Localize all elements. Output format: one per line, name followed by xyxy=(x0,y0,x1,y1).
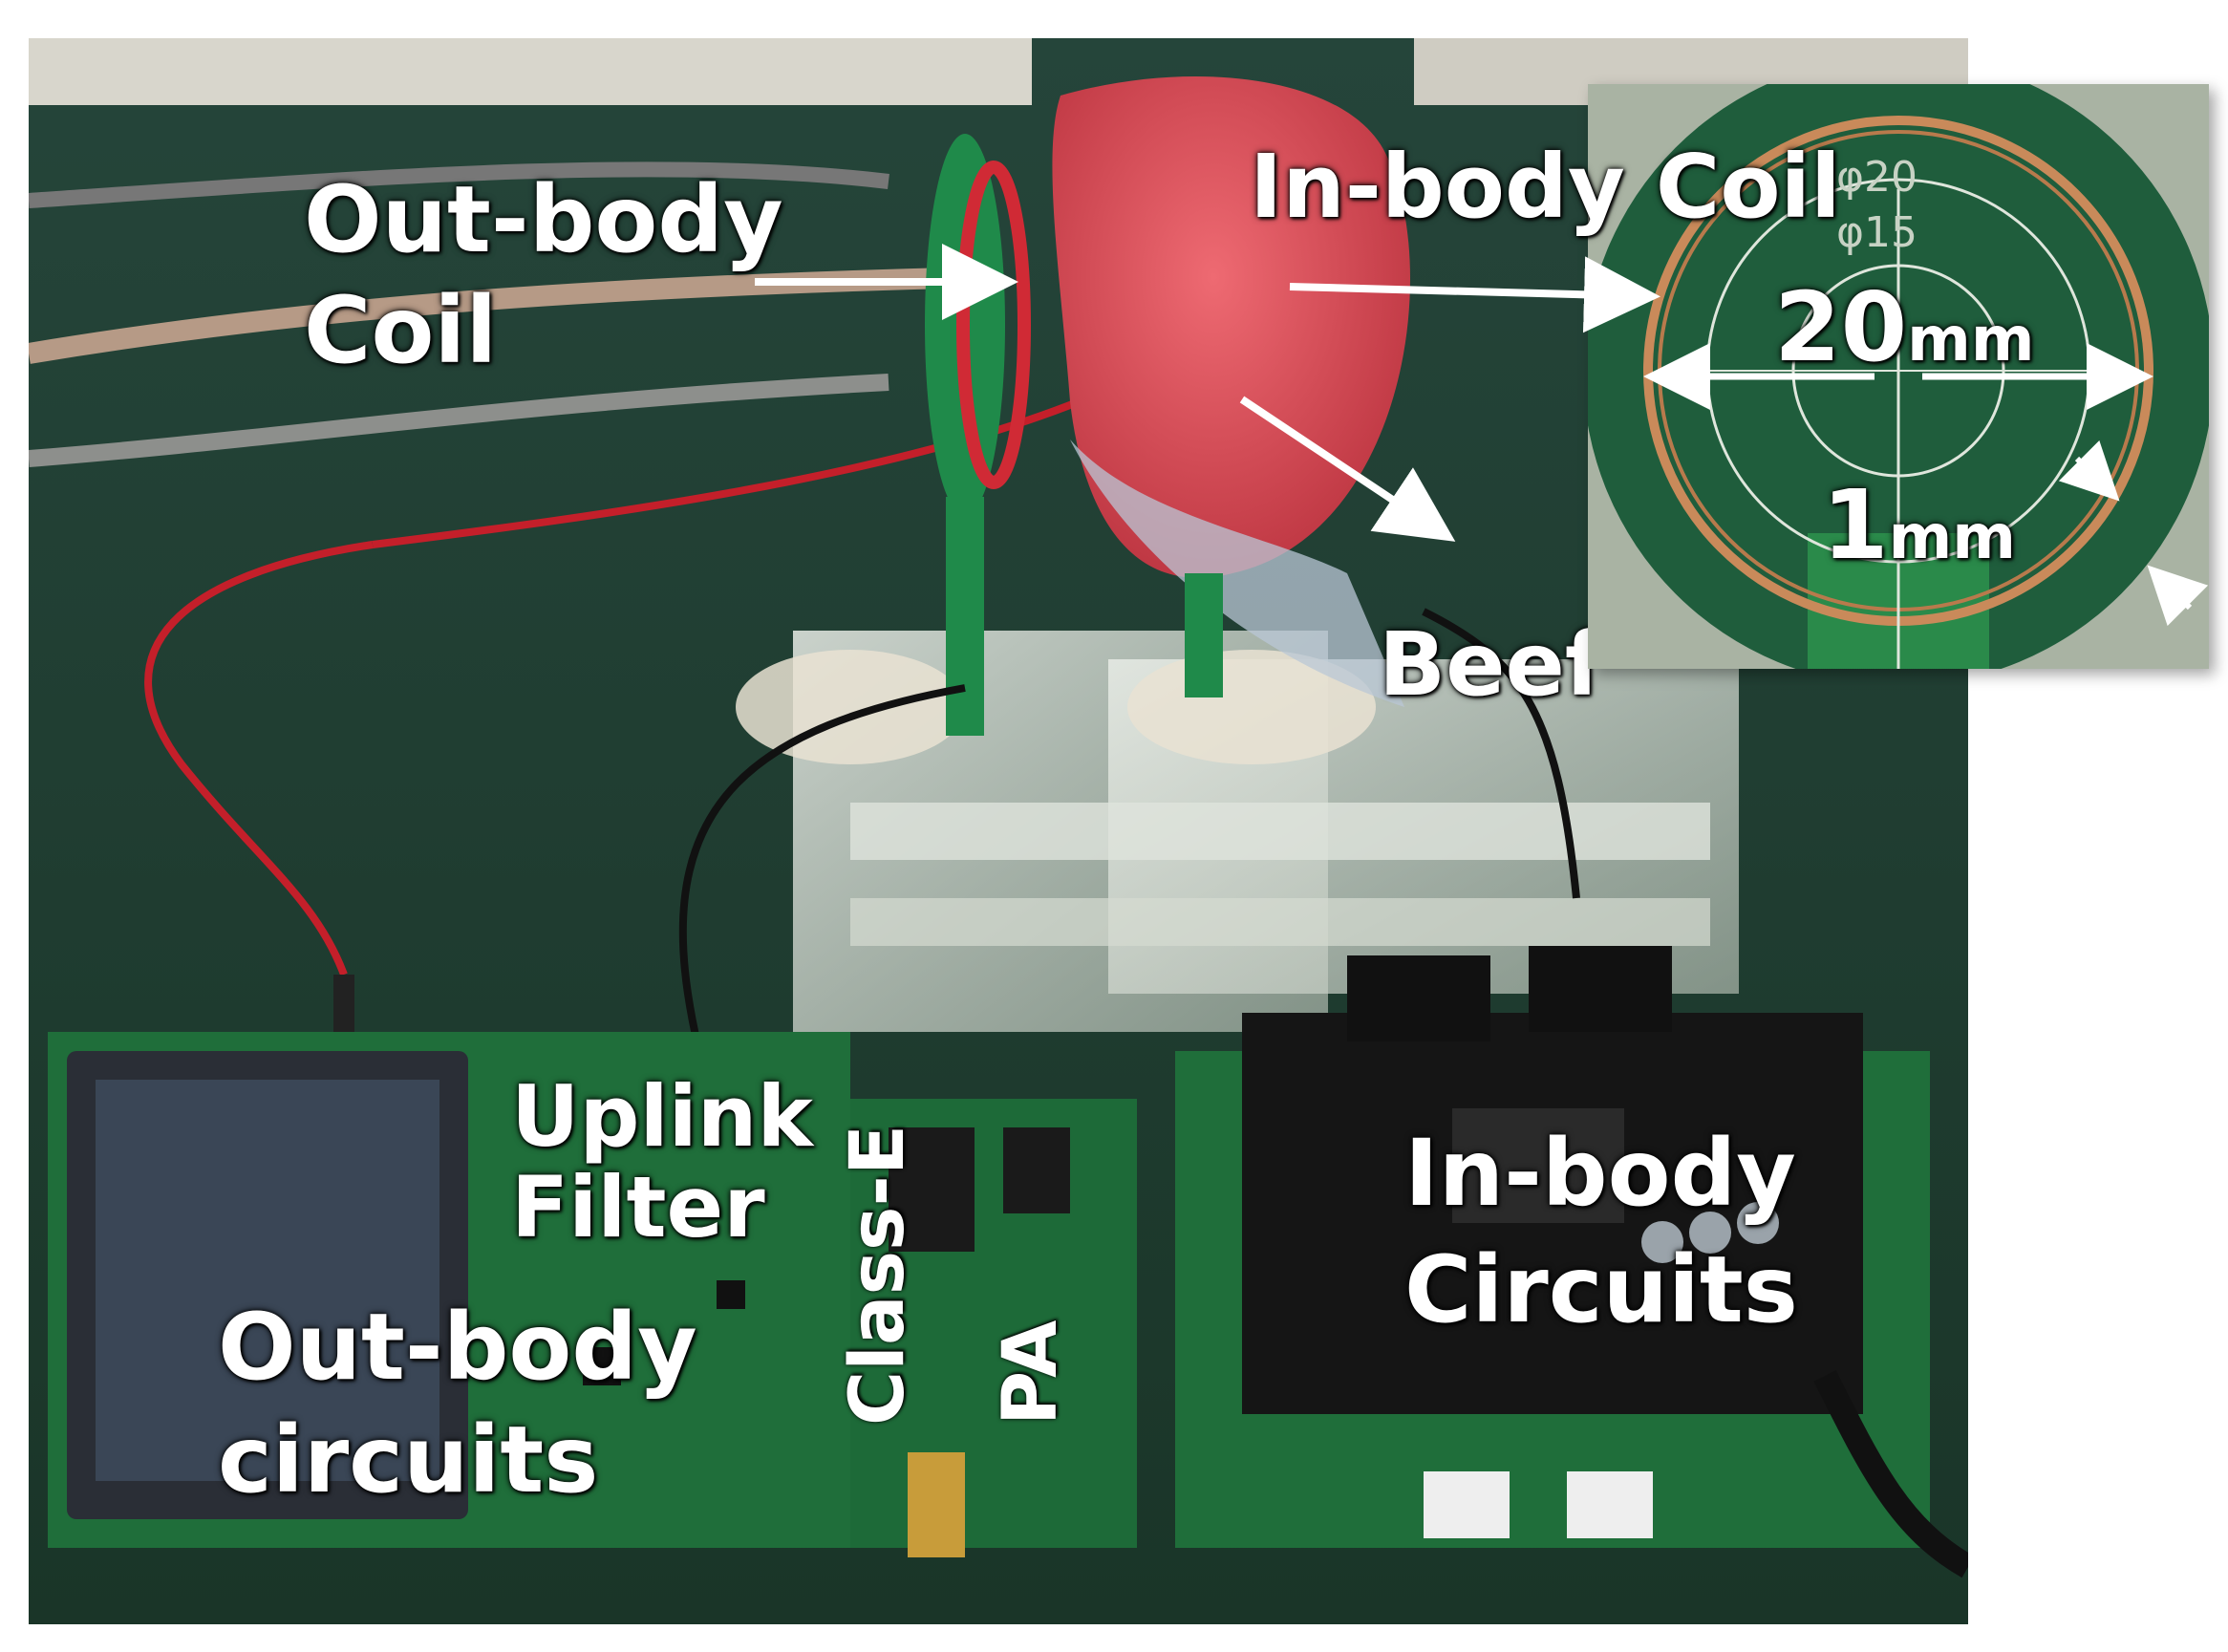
label-in-body-circuits-line1: In-body xyxy=(1404,1120,1796,1227)
inset-diameter-value: 20 xyxy=(1774,271,1908,383)
label-class-e: Class-E xyxy=(835,1124,921,1426)
cable-red xyxy=(144,541,374,976)
label-uplink-filter-line1: Uplink xyxy=(511,1067,813,1166)
instrument-panel xyxy=(29,38,1032,105)
inset-arrow-width-in xyxy=(2058,440,2120,502)
inset-diameter-unit: mm xyxy=(1907,305,2035,375)
inset-arrows xyxy=(1643,343,2209,627)
label-out-body-circuits-line1: Out-body xyxy=(218,1294,697,1401)
label-beef: Beef xyxy=(1379,613,1603,716)
cable-grey xyxy=(29,374,889,467)
label-uplink-filter-line2: Filter xyxy=(511,1158,765,1256)
label-out-body-coil-line2: Coil xyxy=(304,277,498,384)
label-out-body-coil-line1: Out-body xyxy=(304,166,783,273)
inset-arrow-width-out xyxy=(2147,565,2209,627)
sma-connector xyxy=(908,1452,965,1557)
inset-ring-label-outer: φ20 xyxy=(1836,153,1918,202)
label-out-body-circuits-line2: circuits xyxy=(218,1406,599,1513)
inset-width-unit: mm xyxy=(1888,503,2016,573)
coil-inset: φ20 φ15 20mm 1mm xyxy=(1588,84,2209,669)
inset-width-value: 1 xyxy=(1822,469,1889,581)
inset-width-label: 1mm xyxy=(1822,478,2016,573)
inset-diameter-label: 20mm xyxy=(1774,280,2035,375)
lcd-screen xyxy=(96,1080,439,1481)
label-in-body-coil: In-body Coil xyxy=(1250,136,1841,238)
plastic-bag xyxy=(1070,440,1404,707)
label-pa: PA xyxy=(988,1319,1074,1426)
protractor-left xyxy=(736,650,965,764)
label-in-body-circuits-line2: Circuits xyxy=(1404,1236,1798,1343)
inset-ring-label-inner: φ15 xyxy=(1836,208,1918,257)
